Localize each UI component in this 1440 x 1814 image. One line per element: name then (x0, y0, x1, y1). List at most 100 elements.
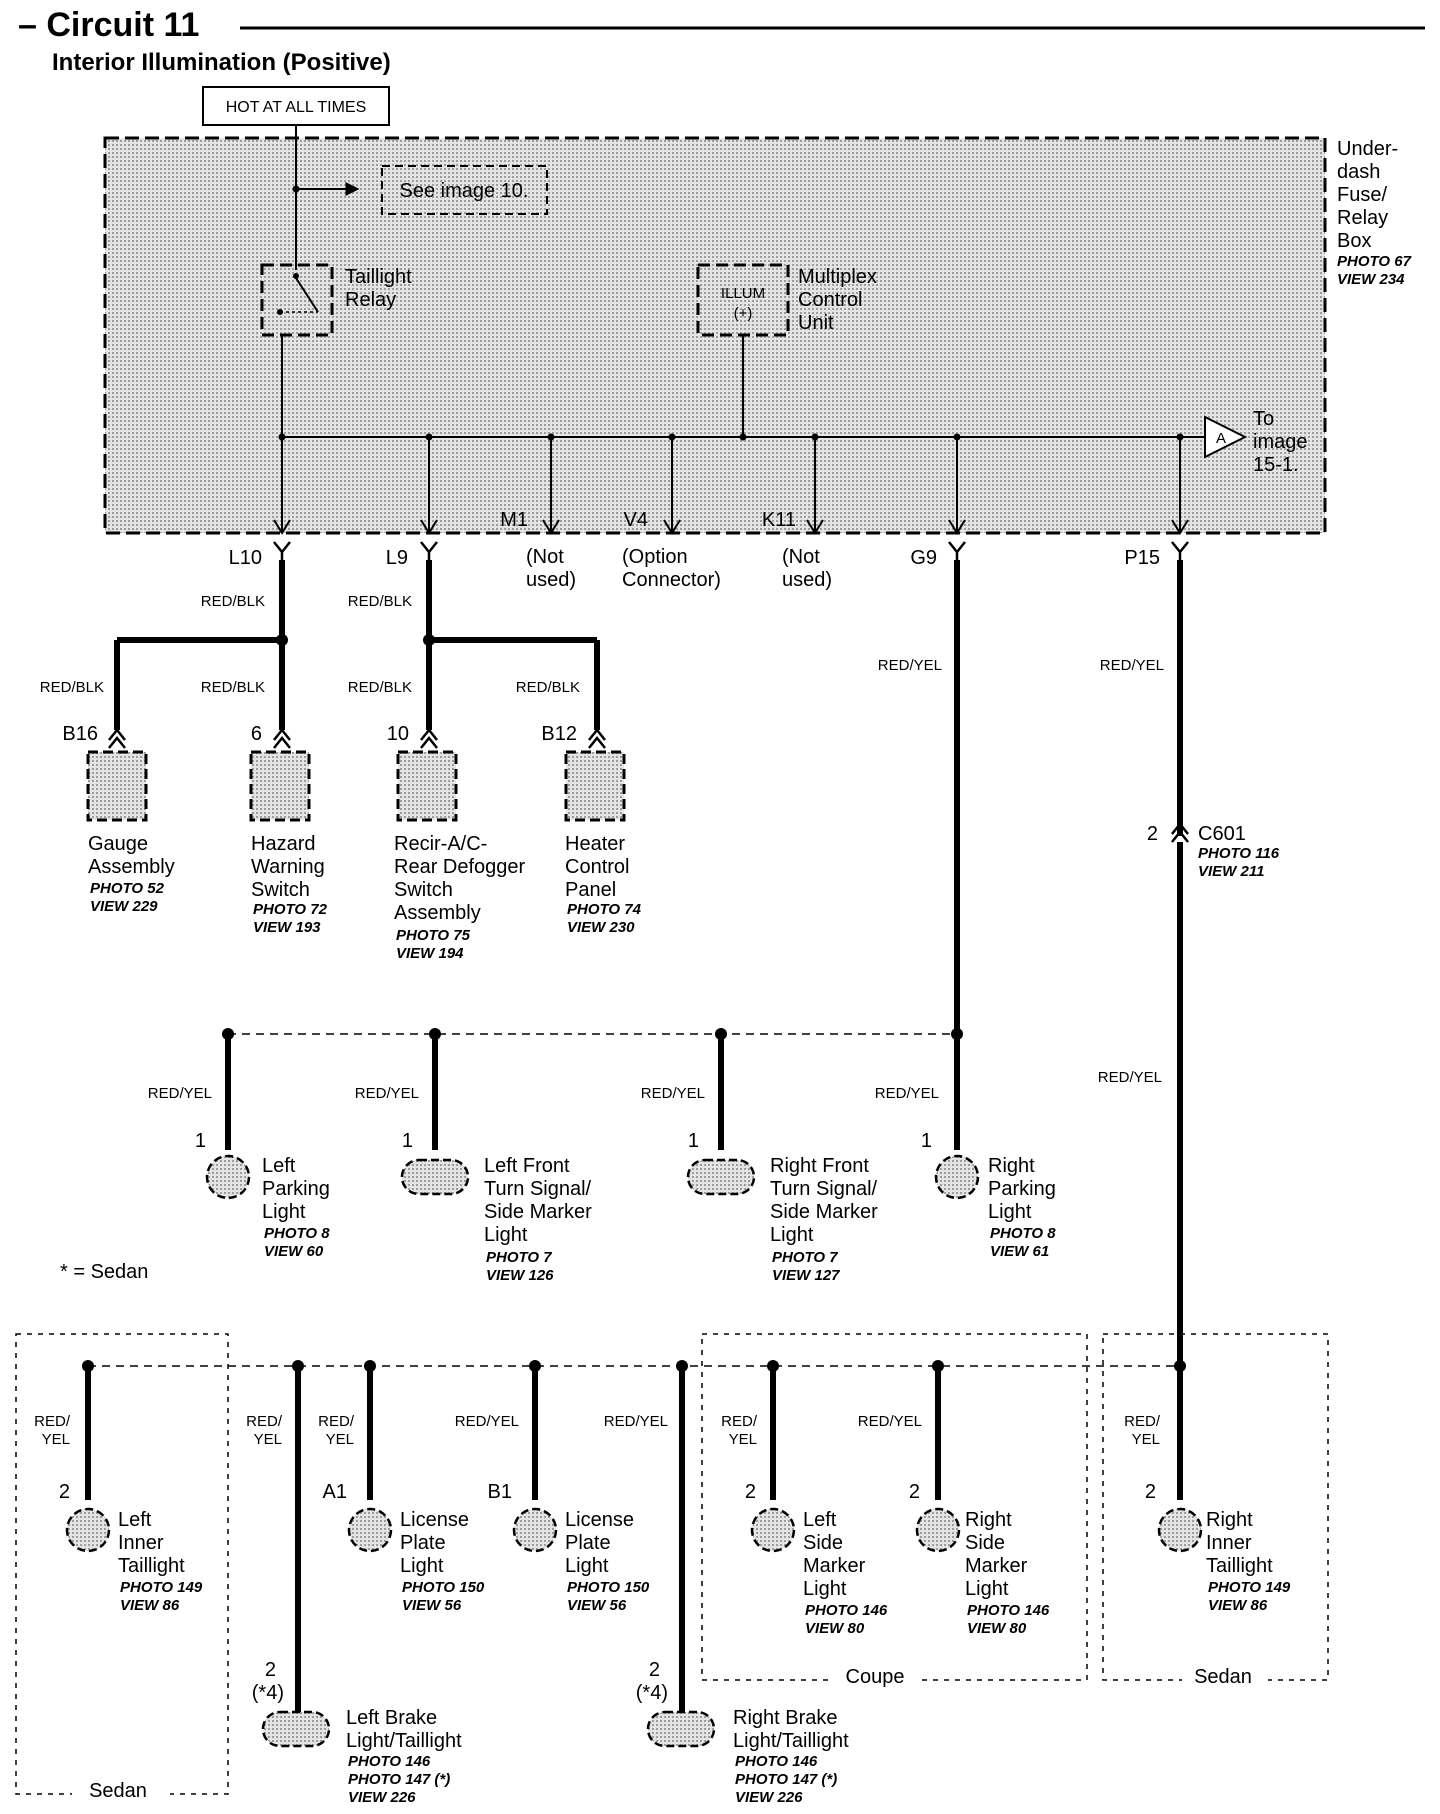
svg-text:Left Front: Left Front (484, 1155, 570, 1177)
svg-text:2: 2 (649, 1659, 660, 1681)
pin-left-parking: 1 (195, 1130, 206, 1152)
coupe-group (701, 1333, 1088, 1681)
wire-color-license-a1: RED/ YEL (318, 1413, 355, 1448)
svg-text:Control: Control (798, 289, 862, 311)
svg-text:Left: Left (262, 1155, 296, 1177)
wire-color-p15: RED/YEL (1100, 657, 1164, 674)
wire-color-hazard: RED/BLK (201, 679, 265, 696)
sedan-right-group (1102, 1333, 1329, 1681)
gauge-assembly-label: Gauge Assembly PHOTO 52 VIEW 229 (88, 833, 175, 915)
svg-text:VIEW 234: VIEW 234 (1337, 271, 1405, 288)
right-parking-label: Right Parking Light PHOTO 8 VIEW 61 (988, 1155, 1056, 1260)
svg-text:Fuse/: Fuse/ (1337, 184, 1387, 206)
svg-text:Light: Light (803, 1578, 847, 1600)
license-light-a1-bulb-icon (347, 1507, 393, 1553)
pin-right-parking: 1 (921, 1130, 932, 1152)
wire-color-recir: RED/BLK (348, 679, 412, 696)
svg-text:Left: Left (118, 1509, 152, 1531)
wire-color-left-inner: RED/ YEL (34, 1413, 71, 1448)
v4-note: (Option Connector) (622, 546, 721, 591)
wire-color-left-side-marker: RED/ YEL (721, 1413, 758, 1448)
pin-left-side-marker: 2 (745, 1481, 756, 1503)
svg-text:Turn Signal/: Turn Signal/ (770, 1178, 878, 1200)
hazard-switch-label: Hazard Warning Switch PHOTO 72 VIEW 193 (251, 833, 328, 936)
svg-text:VIEW 86: VIEW 86 (120, 1597, 180, 1614)
svg-text:RED/: RED/ (318, 1413, 355, 1430)
to-image-label[interactable]: To image 15-1. (1253, 408, 1307, 476)
wire-color-g9: RED/YEL (878, 657, 942, 674)
svg-text:PHOTO 146: PHOTO 146 (348, 1753, 431, 1770)
wire-color-right-front-turn: RED/YEL (641, 1085, 705, 1102)
svg-text:Warning: Warning (251, 856, 325, 878)
svg-text:Right Front: Right Front (770, 1155, 869, 1177)
taillight-relay-label: Taillight Relay (345, 266, 412, 311)
svg-text:Hazard: Hazard (251, 833, 315, 855)
svg-text:VIEW 226: VIEW 226 (735, 1789, 803, 1806)
circuit-title: – Circuit 11 (18, 6, 199, 44)
terminal-k11: K11 (762, 509, 796, 531)
pin-right-side-marker: 2 (909, 1481, 920, 1503)
sedan-left-group (15, 1333, 229, 1795)
pin-10: 10 (387, 723, 409, 745)
pin-b16: B16 (62, 723, 98, 745)
svg-text:Parking: Parking (262, 1178, 330, 1200)
svg-text:Switch: Switch (251, 879, 310, 901)
wire-color-heater: RED/BLK (516, 679, 580, 696)
left-inner-taillight-label: Left Inner Taillight PHOTO 149 VIEW 86 (118, 1509, 203, 1614)
svg-text:Switch: Switch (394, 879, 453, 901)
pin-left-brake: 2 (*4) (252, 1659, 284, 1704)
svg-text:YEL: YEL (729, 1431, 757, 1448)
license-light-a1-label: License Plate Light PHOTO 150 VIEW 56 (400, 1509, 485, 1614)
svg-text:Right Brake: Right Brake (733, 1707, 838, 1729)
terminal-p15: P15 (1124, 547, 1160, 569)
svg-text:Multiplex: Multiplex (798, 266, 877, 288)
see-image-label[interactable]: See image 10. (400, 180, 529, 202)
wire-color-c601: RED/YEL (1098, 1069, 1162, 1086)
license-light-b1-bulb-icon (512, 1507, 558, 1553)
group-label-coupe: Coupe (846, 1666, 905, 1688)
left-parking-bulb-icon (205, 1154, 251, 1200)
svg-text:YEL: YEL (42, 1431, 70, 1448)
svg-text:PHOTO 75: PHOTO 75 (396, 927, 471, 944)
svg-text:VIEW 211: VIEW 211 (1198, 863, 1264, 880)
svg-text:PHOTO 72: PHOTO 72 (253, 901, 328, 918)
svg-text:YEL: YEL (326, 1431, 354, 1448)
svg-text:PHOTO 8: PHOTO 8 (264, 1225, 330, 1242)
svg-text:VIEW 80: VIEW 80 (805, 1620, 865, 1637)
svg-text:Right: Right (988, 1155, 1035, 1177)
svg-text:Light: Light (965, 1578, 1009, 1600)
svg-text:Side Marker: Side Marker (484, 1201, 592, 1223)
svg-text:PHOTO 150: PHOTO 150 (567, 1579, 650, 1596)
wire-color-left-front-turn: RED/YEL (355, 1085, 419, 1102)
svg-text:Assembly: Assembly (88, 856, 175, 878)
svg-text:Side: Side (965, 1532, 1005, 1554)
svg-text:YEL: YEL (254, 1431, 282, 1448)
heater-panel-label: Heater Control Panel PHOTO 74 VIEW 230 (565, 833, 642, 936)
wire-color-left-brake: RED/ YEL (246, 1413, 283, 1448)
svg-text:PHOTO 8: PHOTO 8 (990, 1225, 1056, 1242)
svg-text:Right: Right (965, 1509, 1012, 1531)
svg-text:(*4): (*4) (636, 1682, 668, 1704)
gauge-assembly-box (86, 750, 148, 822)
svg-text:PHOTO 150: PHOTO 150 (402, 1579, 485, 1596)
hot-label: HOT AT ALL TIMES (226, 99, 367, 116)
svg-text:To: To (1253, 408, 1274, 430)
terminal-l9: L9 (386, 547, 408, 569)
recir-switch-label: Recir-A/C- Rear Defogger Switch Assembly… (394, 833, 526, 962)
svg-text:Rear Defogger: Rear Defogger (394, 856, 526, 878)
terminal-g9: G9 (910, 547, 937, 569)
svg-text:used): used) (782, 569, 832, 591)
wire-color-right-parking: RED/YEL (875, 1085, 939, 1102)
svg-text:YEL: YEL (1132, 1431, 1160, 1448)
svg-text:Light: Light (770, 1224, 814, 1246)
svg-text:PHOTO 74: PHOTO 74 (567, 901, 642, 918)
svg-text:VIEW 229: VIEW 229 (90, 898, 158, 915)
svg-text:Recir-A/C-: Recir-A/C- (394, 833, 487, 855)
svg-text:PHOTO 7: PHOTO 7 (772, 1249, 838, 1266)
svg-text:VIEW 194: VIEW 194 (396, 945, 464, 962)
right-brake-bulb-icon (646, 1710, 716, 1748)
svg-text:VIEW 86: VIEW 86 (1208, 1597, 1268, 1614)
wire-color-gauge: RED/BLK (40, 679, 104, 696)
fuse-box-label: Under- dash Fuse/ Relay Box PHOTO 67 VIE… (1337, 138, 1412, 288)
